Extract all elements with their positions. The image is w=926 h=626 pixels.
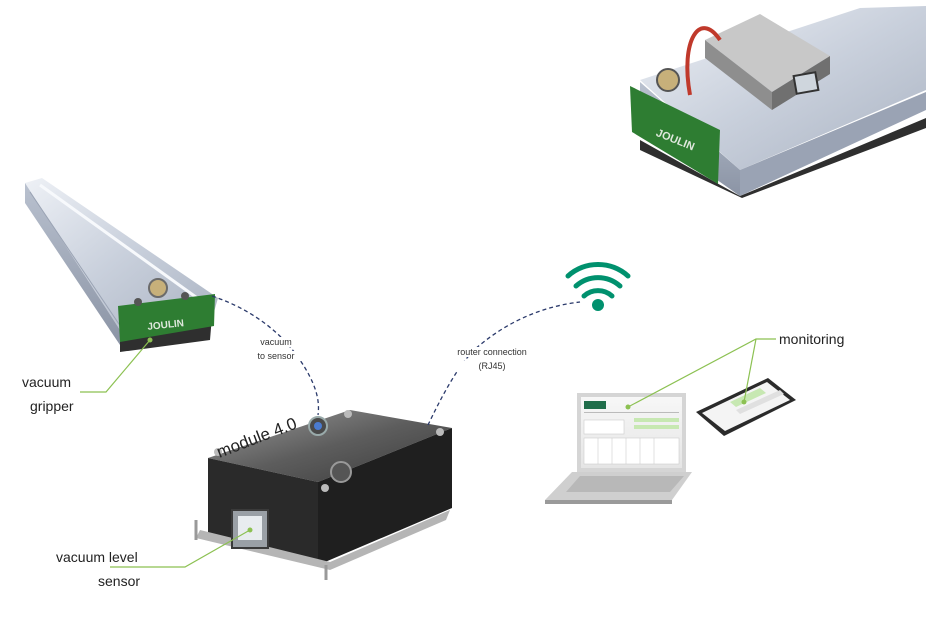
label-router-connection-2: (RJ45): [450, 361, 534, 371]
label-vacuum-to-sensor-1: vacuum: [248, 337, 304, 347]
monitoring-pointer-phone: [743, 338, 757, 403]
sensor-box-top: [705, 14, 830, 92]
brand-logo-left: JOULIN: [147, 318, 185, 333]
label-vacuum-gripper-2: gripper: [30, 398, 74, 414]
label-vacuum-level-sensor-2: sensor: [98, 573, 141, 589]
rj45-connector: [330, 461, 352, 483]
vacuum-gripper-right: JOULIN: [630, 6, 926, 198]
laptop: [545, 393, 692, 504]
router-line: [427, 301, 581, 426]
vacuum-gripper-left: JOULIN: [25, 178, 218, 352]
label-vacuum-to-sensor-2: to sensor: [248, 351, 304, 361]
pcb-plate-right: [630, 86, 720, 184]
label-router-connection-1: router connection: [450, 347, 534, 357]
vacuum-hose: [685, 26, 722, 96]
gripper-pointer: [80, 339, 151, 393]
smartphone: [696, 378, 796, 436]
label-monitoring: monitoring: [779, 331, 845, 347]
sensor-pointer: [110, 529, 251, 568]
pcb-plate-left: [118, 294, 215, 342]
label-vacuum-level-sensor-1: vacuum level: [56, 549, 138, 565]
vacuum-port: [314, 422, 322, 430]
label-vacuum-gripper-1: vacuum: [22, 374, 72, 390]
connector-left: [148, 278, 168, 298]
wifi-icon: [565, 262, 631, 311]
